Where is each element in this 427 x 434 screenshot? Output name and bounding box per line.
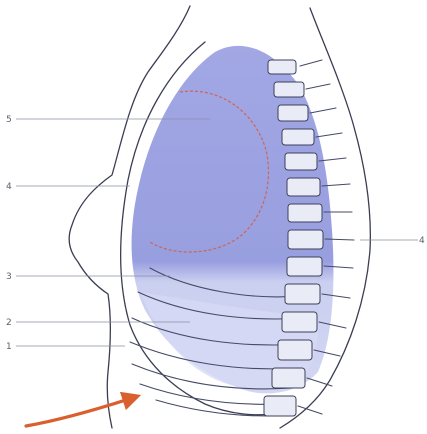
label-4-right: 4 <box>419 236 425 246</box>
orange-arrow <box>26 398 132 426</box>
label-4: 4 <box>6 182 12 192</box>
label-1: 1 <box>6 342 12 352</box>
label-2: 2 <box>6 318 12 328</box>
label-5: 5 <box>6 115 12 125</box>
label-3: 3 <box>6 272 12 282</box>
